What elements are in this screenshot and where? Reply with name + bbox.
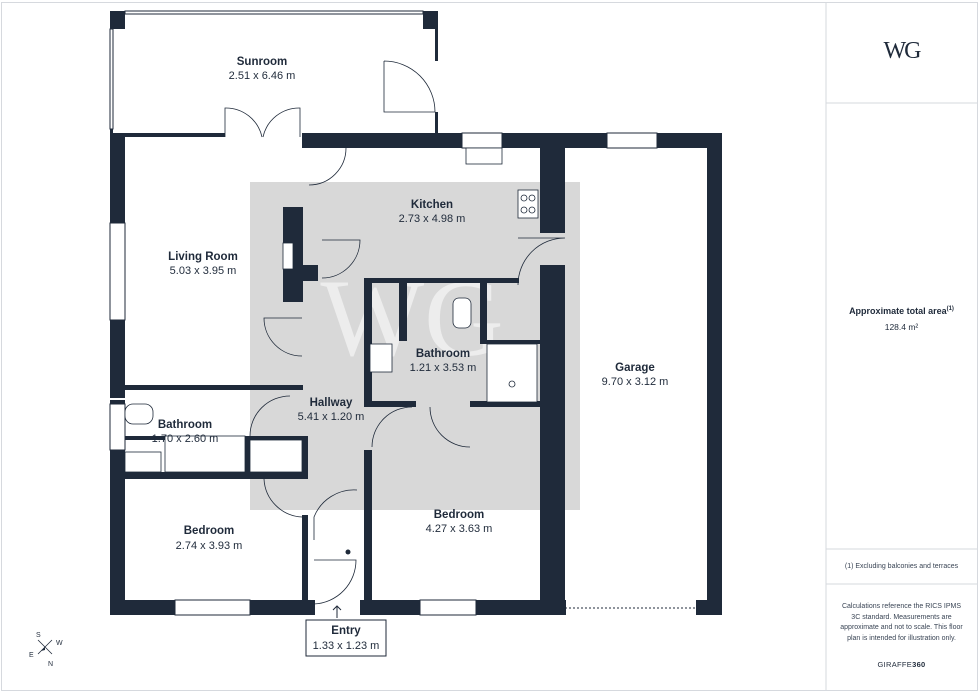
area-footnote: (1) Excluding balconies and terraces bbox=[844, 563, 959, 570]
total-area-value: 128.4 m² bbox=[884, 322, 919, 332]
compass-icon: S W E N bbox=[29, 632, 63, 668]
total-area-superscript: (1) bbox=[946, 306, 954, 312]
bedroom-right-dims: 4.27 x 3.63 m bbox=[426, 523, 493, 535]
kitchen-dims: 2.73 x 4.98 m bbox=[399, 213, 466, 225]
total-area-label: Approximate total area(1) bbox=[826, 306, 977, 316]
kitchen-sink bbox=[465, 147, 503, 165]
compass-n: N bbox=[48, 661, 53, 668]
room-labels: Sunroom 2.51 x 6.46 m Kitchen 2.73 x 4.9… bbox=[152, 56, 669, 652]
entry-name: Entry bbox=[331, 625, 361, 637]
giraffe-brand-bold: 360 bbox=[912, 660, 926, 669]
hallway-dims: 5.41 x 1.20 m bbox=[298, 411, 365, 423]
compass-s: S bbox=[36, 632, 41, 639]
walls bbox=[110, 11, 722, 615]
svg-text:WG: WG bbox=[320, 257, 503, 379]
bedroom-right-name: Bedroom bbox=[434, 509, 484, 521]
disclaimer-text: Calculations reference the RICS IPMS 3C … bbox=[840, 603, 963, 642]
total-area-label-text: Approximate total area bbox=[849, 306, 947, 316]
toilet-left bbox=[124, 403, 154, 425]
toilet-center bbox=[452, 297, 472, 329]
sunroom-name: Sunroom bbox=[237, 56, 287, 68]
bath-left bbox=[164, 435, 246, 473]
entry-arrow bbox=[332, 605, 342, 618]
sink-center bbox=[369, 343, 393, 373]
entry-label-box bbox=[305, 619, 387, 657]
brand-logo: WG bbox=[883, 38, 922, 64]
garage-dims: 9.70 x 3.12 m bbox=[602, 376, 669, 388]
windows bbox=[109, 10, 658, 616]
hallway-name: Hallway bbox=[310, 397, 353, 409]
bathroom-center-name: Bathroom bbox=[416, 348, 470, 360]
kitchen-name: Kitchen bbox=[411, 199, 453, 211]
compass-w: W bbox=[56, 640, 63, 647]
giraffe-brand: GIRAFFE360 bbox=[826, 660, 977, 669]
bathroom-left-dims: 1.70 x 2.60 m bbox=[152, 433, 219, 445]
kitchen-hob bbox=[517, 189, 539, 219]
bathroom-left-name: Bathroom bbox=[158, 419, 212, 431]
shower-center bbox=[486, 343, 538, 403]
garage-name: Garage bbox=[615, 362, 655, 374]
bedroom-left-dims: 2.74 x 3.93 m bbox=[176, 540, 243, 552]
entry-dims: 1.33 x 1.23 m bbox=[313, 640, 380, 652]
bathroom-center-dims: 1.21 x 3.53 m bbox=[410, 362, 477, 374]
sunroom-dims: 2.51 x 6.46 m bbox=[229, 70, 296, 82]
door-swings bbox=[224, 60, 566, 605]
sink-left bbox=[124, 451, 162, 473]
giraffe-brand-plain: GIRAFFE bbox=[877, 660, 913, 669]
living-dims: 5.03 x 3.95 m bbox=[170, 265, 237, 277]
fixtures bbox=[124, 147, 539, 473]
entry-dot bbox=[345, 549, 351, 555]
living-name: Living Room bbox=[168, 251, 238, 263]
bedroom-left-name: Bedroom bbox=[184, 525, 234, 537]
compass-e: E bbox=[29, 652, 34, 659]
watermark-logo: WG bbox=[320, 257, 503, 379]
